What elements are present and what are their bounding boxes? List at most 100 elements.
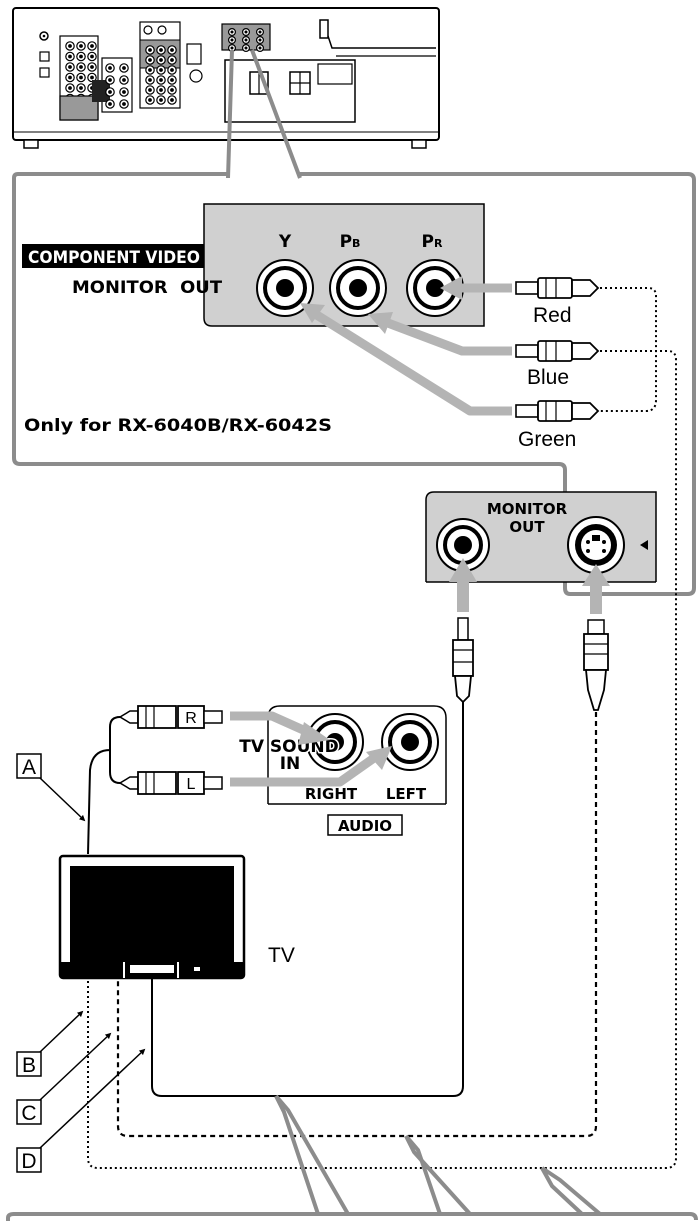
receiver-jack-center (79, 75, 83, 80)
jack-label-pb: PB (340, 232, 361, 252)
receiver-jack-center (258, 38, 262, 42)
monitor-out-arrows (449, 558, 610, 614)
jack-pr (406, 259, 464, 317)
receiver-jack-center (159, 68, 163, 72)
component-video-panel: COMPONENT VIDEO MONITOR OUT Y PB PR (22, 203, 485, 327)
receiver-jack-center (68, 44, 72, 48)
receiver-jack-center (90, 75, 94, 80)
receiver-jack-center (159, 78, 163, 82)
receiver-jack-center (159, 48, 163, 52)
component-cable-bundle (87, 287, 677, 1169)
composite-video-plug (452, 617, 474, 704)
right-channel-label: RIGHT (305, 785, 358, 803)
cable-label-red: Red (533, 304, 572, 327)
receiver-jack-center (122, 66, 126, 70)
receiver-jack-center (148, 58, 152, 62)
receiver-jack-center (79, 65, 83, 69)
receiver-jack-center (230, 30, 234, 34)
audio-plug-l: L (118, 771, 223, 795)
receiver-jack-center (258, 46, 262, 50)
jack-label-pr: PR (422, 232, 443, 252)
left-channel-label: LEFT (386, 785, 427, 803)
tv-set (58, 854, 246, 980)
audio-plug-r: R (118, 705, 223, 729)
s-video-jack (567, 516, 625, 574)
callout-d: D (16, 1048, 146, 1173)
receiver-jack-center (170, 68, 174, 72)
s-video-plug (583, 619, 609, 711)
component-callout-outline (12, 172, 696, 596)
svg-text:D: D (21, 1150, 36, 1173)
audio-panel: TV SOUND IN RIGHT LEFT AUDIO (238, 705, 447, 836)
receiver-jack-center (170, 88, 174, 92)
receiver-jack-center (68, 86, 72, 90)
s-video-cable (116, 712, 598, 1138)
component-arrows (309, 283, 512, 416)
rca-plug-red (515, 277, 600, 299)
receiver-jack-center (244, 38, 248, 42)
receiver-jack-center (148, 68, 152, 72)
receiver-jack-center (148, 78, 152, 82)
receiver-jack-center (108, 66, 112, 70)
callout-a: A (16, 753, 86, 822)
rca-plug-blue (515, 340, 600, 362)
receiver-jack-center (79, 44, 83, 48)
receiver-jack-center (108, 102, 112, 106)
receiver-jack-center (68, 75, 72, 80)
audio-cable (87, 716, 121, 855)
monitor-out-label-line2: OUT (509, 518, 545, 536)
svg-text:B: B (22, 1054, 36, 1077)
svg-text:C: C (21, 1102, 36, 1125)
component-video-heading: COMPONENT VIDEO (28, 248, 200, 268)
model-note: Only for RX-6040B/RX-6042S (24, 416, 332, 436)
receiver-jack-center (170, 78, 174, 82)
callout-b: B (16, 1010, 84, 1077)
audio-group-label: AUDIO (338, 817, 392, 835)
receiver-jack-center (159, 88, 163, 92)
receiver-jack-center (244, 46, 248, 50)
tv-screen (70, 866, 234, 962)
receiver-jack-center (90, 65, 94, 69)
audio-plug-l-label: L (187, 776, 196, 793)
monitor-out-subheading: MONITOR OUT (72, 278, 222, 298)
cable-label-green: Green (518, 428, 576, 451)
receiver-jack-center (170, 58, 174, 62)
composite-video-jack (436, 518, 490, 572)
receiver-jack-center (90, 44, 94, 48)
receiver-jack-center (230, 38, 234, 42)
receiver-jack-center (148, 88, 152, 92)
audio-arrows (230, 711, 392, 787)
receiver-jack-center (244, 30, 248, 34)
receiver-jack-center (148, 48, 152, 52)
receiver-jack-center (170, 98, 174, 102)
callout-c: C (16, 1032, 112, 1125)
receiver-rear-panel (12, 7, 440, 149)
receiver-jack-center (122, 90, 126, 94)
receiver-jack-center (122, 102, 126, 106)
receiver-jack-center (122, 78, 126, 82)
receiver-jack-center (79, 54, 83, 59)
tv-label: TV (268, 944, 295, 967)
rca-plug-green (515, 400, 600, 422)
audio-jack-left (381, 713, 439, 771)
receiver-jack-center (68, 65, 72, 69)
component-arrowheads (300, 276, 462, 334)
receiver-jack-center (170, 48, 174, 52)
tv-sound-in-label-line2: IN (280, 754, 301, 774)
receiver-jack-center (230, 46, 234, 50)
receiver-jack-center (148, 98, 152, 102)
bottom-zoom-lines (6, 1094, 698, 1221)
receiver-jack-center (159, 98, 163, 102)
svg-text:A: A (22, 756, 36, 779)
zoom-callout-lines (226, 49, 302, 179)
receiver-jack-center (68, 54, 72, 59)
receiver-jack-center (79, 86, 83, 90)
monitor-out-label-line1: MONITOR (487, 500, 568, 518)
jack-pb (329, 259, 387, 317)
monitor-out-panel: MONITOR OUT (425, 491, 657, 583)
receiver-jack-center (108, 90, 112, 94)
jack-y (256, 259, 314, 317)
s-video-pointer-icon (640, 540, 648, 550)
jack-label-y: Y (278, 232, 292, 252)
